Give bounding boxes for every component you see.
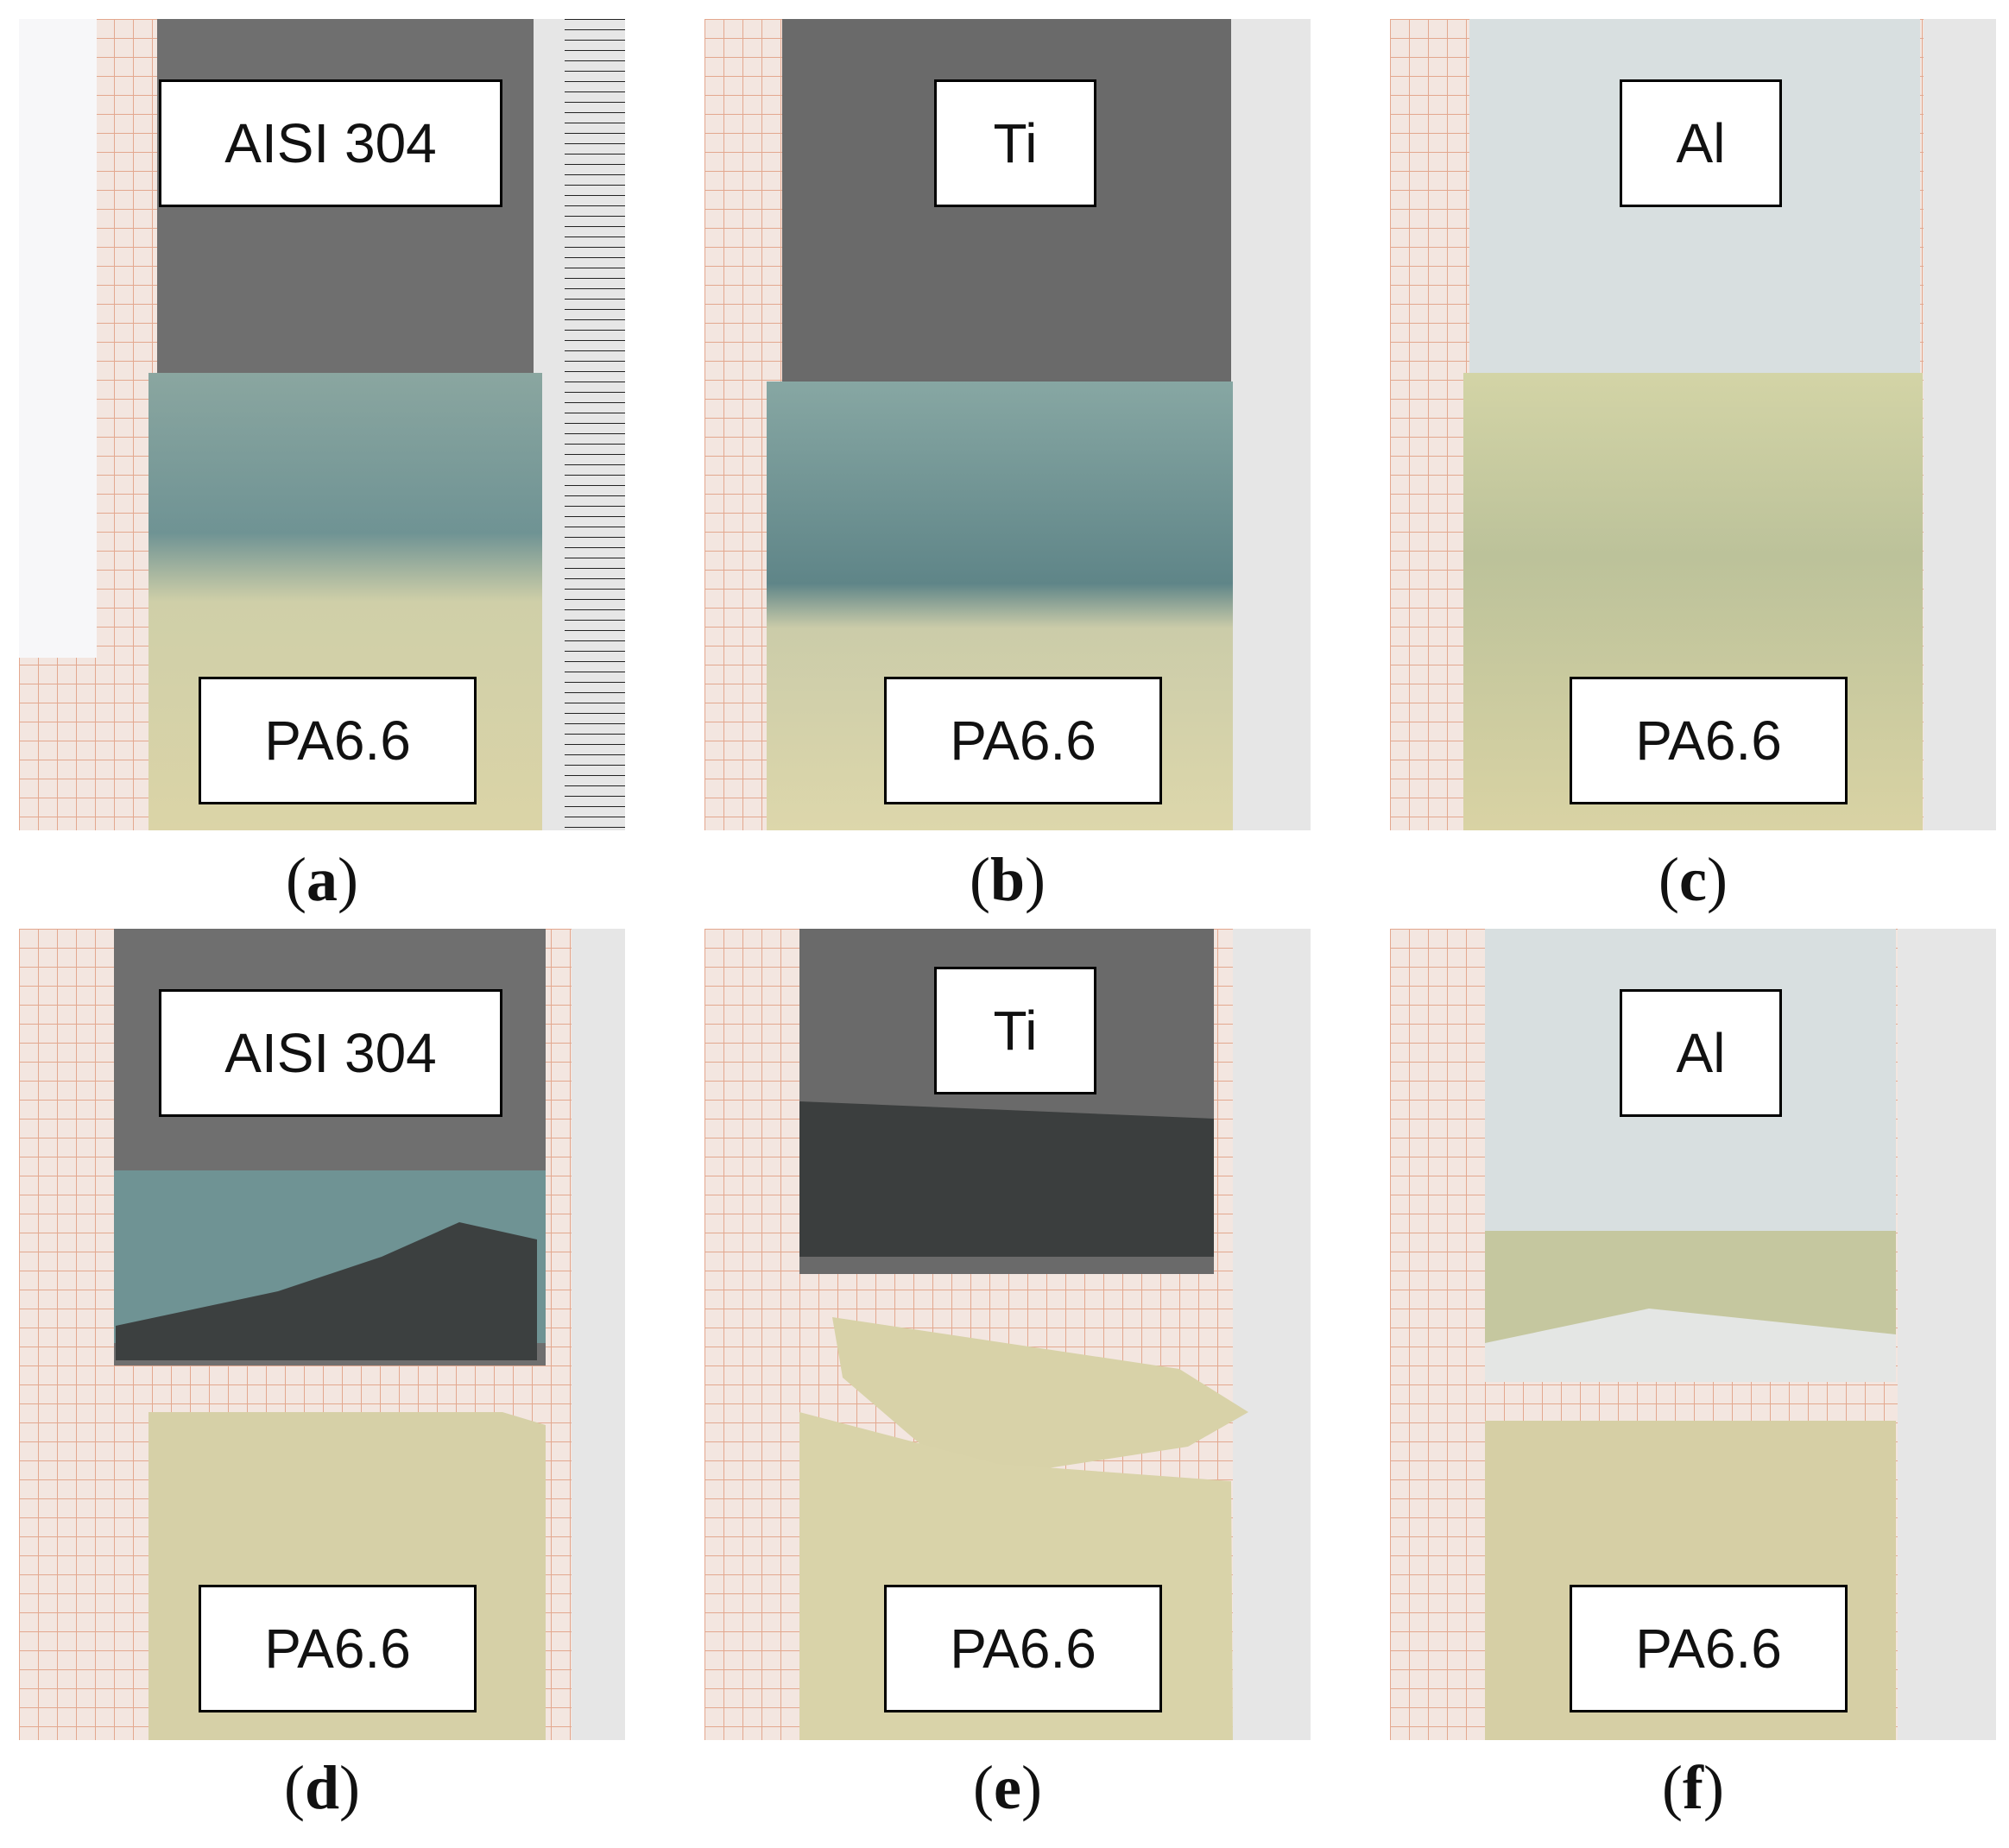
panel-c: Al PA6.6 [1390, 19, 1996, 830]
panel-e: Ti PA6.6 [704, 929, 1311, 1740]
caption-a: (a) [286, 845, 358, 914]
metal-label: AISI 304 [159, 79, 502, 207]
caption-f: (f) [1662, 1753, 1724, 1822]
polymer-label: PA6.6 [1570, 677, 1848, 804]
metal-label: Al [1620, 79, 1782, 207]
polymer-label: PA6.6 [199, 1585, 477, 1712]
caption-b: (b) [969, 845, 1046, 914]
metal-label: Ti [934, 967, 1096, 1094]
polymer-label: PA6.6 [884, 1585, 1162, 1712]
caption-d: (d) [283, 1753, 360, 1822]
caption-c: (c) [1658, 845, 1728, 914]
panel-d: AISI 304 PA6.6 [19, 929, 625, 1740]
panel-b: Ti PA6.6 [704, 19, 1311, 830]
metal-label: Al [1620, 989, 1782, 1117]
caption-e: (e) [973, 1753, 1042, 1822]
panel-a: AISI 304 PA6.6 [19, 19, 625, 830]
metal-label: AISI 304 [159, 989, 502, 1117]
polymer-label: PA6.6 [1570, 1585, 1848, 1712]
metal-label: Ti [934, 79, 1096, 207]
polymer-label: PA6.6 [199, 677, 477, 804]
polymer-label: PA6.6 [884, 677, 1162, 804]
panel-f: Al PA6.6 [1390, 929, 1996, 1740]
